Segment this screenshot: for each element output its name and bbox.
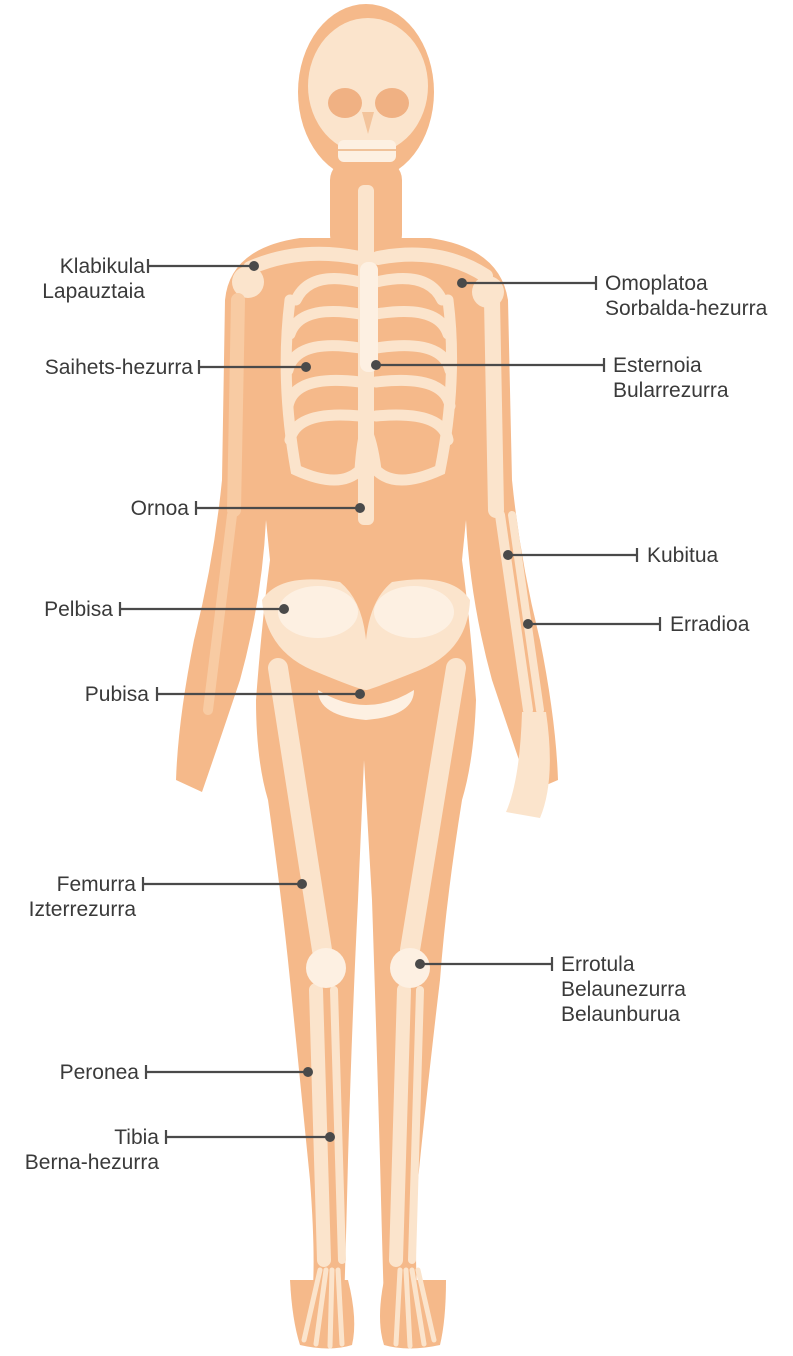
label-line: Femurra (29, 872, 136, 897)
label-kubitua: Kubitua (647, 543, 718, 568)
pointer-kubitua (503, 548, 637, 562)
label-line: Pubisa (85, 682, 149, 707)
label-line: Saihets-hezurra (45, 355, 193, 380)
label-ornoa: Ornoa (131, 496, 189, 521)
label-line: Izterrezurra (29, 897, 136, 922)
label-pubisa: Pubisa (85, 682, 149, 707)
sternum (360, 262, 378, 372)
label-line: Esternoia (613, 353, 729, 378)
label-klabikula: Klabikula Lapauztaia (42, 254, 145, 304)
label-femurra: Femurra Izterrezurra (29, 872, 136, 922)
label-line: Berna-hezurra (25, 1150, 159, 1175)
label-line: Pelbisa (44, 597, 113, 622)
label-line: Ornoa (131, 496, 189, 521)
right-knee (390, 948, 430, 988)
label-line: Peronea (60, 1060, 139, 1085)
label-line: Kubitua (647, 543, 718, 568)
label-line: Klabikula (42, 254, 145, 279)
label-line: Omoplatoa (605, 271, 767, 296)
label-peronea: Peronea (60, 1060, 139, 1085)
label-saihets: Saihets-hezurra (45, 355, 193, 380)
label-line: Lapauztaia (42, 279, 145, 304)
label-line: Errotula (561, 952, 686, 977)
label-line: Sorbalda-hezurra (605, 296, 767, 321)
label-esternoia: Esternoia Bularrezurra (613, 353, 729, 403)
pointer-peronea (146, 1065, 313, 1079)
pointer-erradioa (523, 617, 660, 631)
label-line: Tibia (25, 1125, 159, 1150)
label-line: Erradioa (670, 612, 749, 637)
label-pelbisa: Pelbisa (44, 597, 113, 622)
label-line: Bularrezurra (613, 378, 729, 403)
label-omoplatoa: Omoplatoa Sorbalda-hezurra (605, 271, 767, 321)
label-tibia: Tibia Berna-hezurra (25, 1125, 159, 1175)
label-errotula: Errotula Belaunezurra Belaunburua (561, 952, 686, 1027)
label-line: Belaunburua (561, 1002, 686, 1027)
label-erradioa: Erradioa (670, 612, 749, 637)
left-knee (306, 948, 346, 988)
label-line: Belaunezurra (561, 977, 686, 1002)
